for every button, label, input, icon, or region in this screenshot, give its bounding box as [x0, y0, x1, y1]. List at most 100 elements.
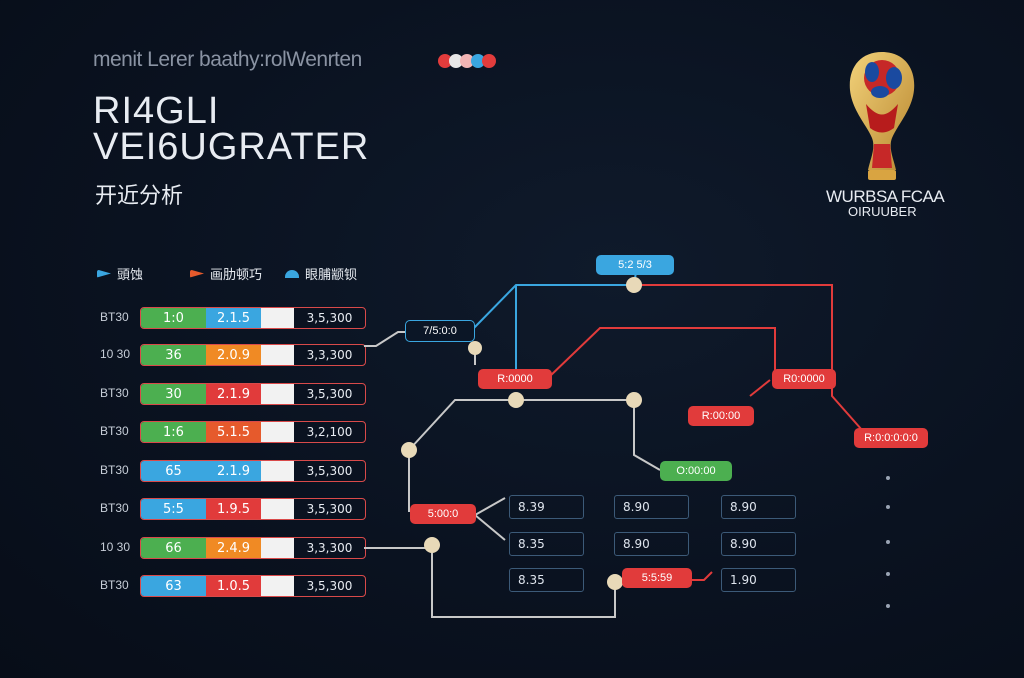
row-label: BT30	[100, 424, 129, 438]
connector-line	[831, 388, 863, 431]
title-line-2: VEI6UGRATER	[93, 126, 370, 168]
color-dot	[449, 54, 463, 68]
wave-icon	[285, 269, 299, 278]
node-red-d[interactable]: R:0:0:0:0:0	[854, 428, 928, 448]
score-total: 3,5,300	[306, 579, 353, 593]
legend-item-1: 頭蚀	[97, 264, 143, 283]
score-a: 1:6	[141, 422, 206, 442]
junction-dot	[424, 537, 440, 553]
score-b: 2.1.9	[206, 384, 261, 404]
connector-line	[474, 497, 506, 516]
score-b: 2.0.9	[206, 345, 261, 365]
row-label: BT30	[100, 501, 129, 515]
arrow-icon	[97, 269, 111, 278]
blank-segment	[261, 538, 294, 558]
blank-segment	[261, 576, 294, 596]
connector-line	[634, 284, 833, 370]
junction-dot	[607, 574, 623, 590]
score-a: 5:5	[141, 499, 206, 519]
junction-dot	[401, 442, 417, 458]
score-b: 5.1.5	[206, 422, 261, 442]
color-dot	[482, 54, 496, 68]
score-a: 66	[141, 538, 206, 558]
color-dots	[438, 54, 496, 68]
junction-dot	[468, 341, 482, 355]
title-line-3: 开近分析	[95, 184, 184, 209]
legend-label: 頭蚀	[117, 268, 144, 283]
connector-line	[474, 514, 506, 541]
side-dot	[886, 505, 890, 509]
result-box[interactable]: 8.90	[721, 495, 796, 519]
connector-line	[692, 571, 713, 581]
connector-line	[749, 379, 771, 397]
side-dot	[886, 604, 890, 608]
trophy-logo-icon	[849, 52, 915, 180]
node-red-f[interactable]: 5:5:59	[622, 568, 692, 588]
result-box[interactable]: 8.90	[614, 532, 689, 556]
score-a: 1:0	[141, 308, 206, 328]
node-red-e[interactable]: 5:00:0	[410, 504, 476, 524]
node-green-a[interactable]: O:00:00	[660, 461, 732, 481]
legend-label: 眼脯颛钡	[305, 268, 358, 283]
junction-dot	[508, 392, 524, 408]
side-dot	[886, 476, 890, 480]
score-total: 3,5,300	[306, 502, 353, 516]
node-red-b[interactable]: R0:0000	[772, 369, 836, 389]
side-dot	[886, 540, 890, 544]
row-label: BT30	[100, 386, 129, 400]
node-mid-blue[interactable]: 7/5:0:0	[405, 320, 475, 342]
result-box[interactable]: 8.39	[509, 495, 584, 519]
score-b: 1.0.5	[206, 576, 261, 596]
node-red-a[interactable]: R:0000	[478, 369, 552, 389]
blank-segment	[261, 345, 294, 365]
color-dot	[460, 54, 474, 68]
title-line-1: RI4GLI	[93, 90, 220, 132]
connector-line	[547, 327, 776, 379]
node-red-c[interactable]: R:00:00	[688, 406, 754, 426]
logo-text-2: OIRUUBER	[848, 204, 917, 219]
row-label: BT30	[100, 578, 129, 592]
subtitle: menit Lerer baathy:rolWenrten	[93, 48, 362, 71]
row-label: BT30	[100, 463, 129, 477]
legend-item-2: 画肋顿巧	[190, 264, 262, 283]
play-icon	[190, 269, 204, 278]
score-a: 65	[141, 461, 206, 481]
score-total: 3,3,300	[306, 541, 353, 555]
node-top-blue[interactable]: 5:2 5/3	[596, 255, 674, 275]
result-box[interactable]: 8.90	[614, 495, 689, 519]
color-dot	[471, 54, 485, 68]
result-box[interactable]: 8.90	[721, 532, 796, 556]
connector-line	[408, 399, 661, 471]
score-b: 2.1.5	[206, 308, 261, 328]
result-box[interactable]: 1.90	[721, 568, 796, 592]
legend-label: 画肋顿巧	[210, 268, 263, 283]
score-total: 3,5,300	[306, 387, 353, 401]
connector-line	[364, 547, 616, 618]
score-total: 3,3,300	[306, 348, 353, 362]
blank-segment	[261, 308, 294, 328]
row-label: 10 30	[100, 347, 131, 361]
blank-segment	[261, 499, 294, 519]
junction-dot	[626, 277, 642, 293]
result-box[interactable]: 8.35	[509, 568, 584, 592]
connector-line	[471, 284, 634, 331]
legend-item-3: 眼脯颛钡	[285, 264, 357, 283]
score-total: 3,5,300	[306, 311, 353, 325]
blank-segment	[261, 422, 294, 442]
result-box[interactable]: 8.35	[509, 532, 584, 556]
side-dot	[886, 572, 890, 576]
score-total: 3,2,100	[306, 425, 353, 439]
row-label: 10 30	[100, 540, 131, 554]
connector-line	[364, 331, 408, 347]
score-a: 36	[141, 345, 206, 365]
score-b: 2.4.9	[206, 538, 261, 558]
